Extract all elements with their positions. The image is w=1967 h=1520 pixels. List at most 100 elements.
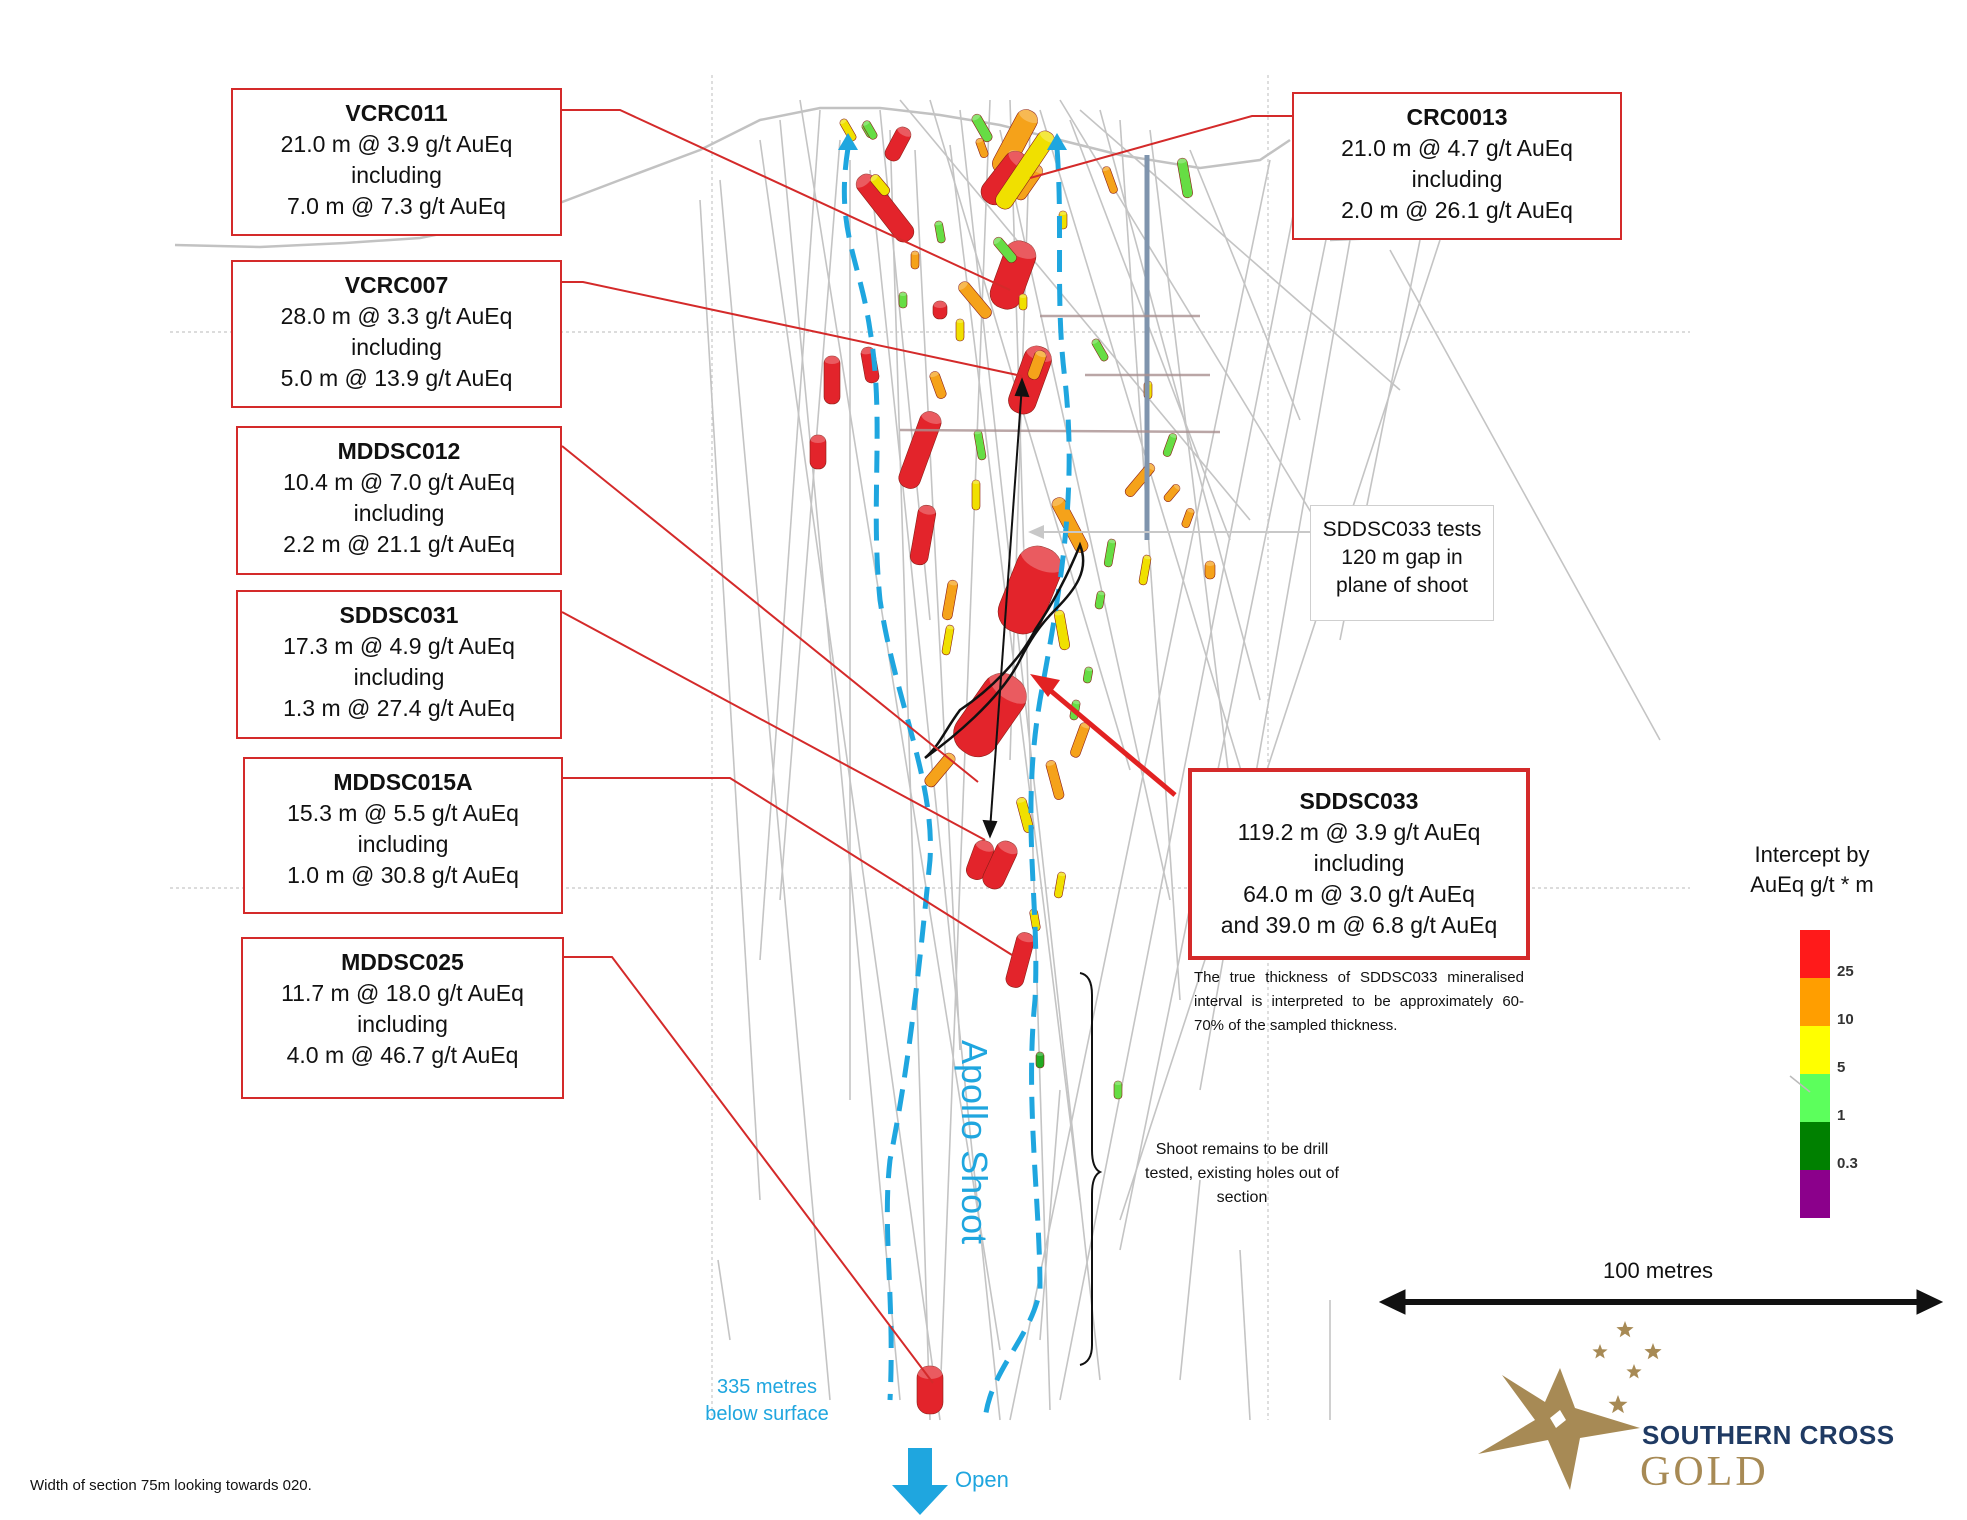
drill-trace bbox=[779, 119, 901, 1401]
callout-line2: including bbox=[353, 664, 445, 690]
intercept-cylinder bbox=[1113, 1080, 1123, 1100]
shoot-note: Shoot remains to be drill tested, existi… bbox=[1122, 1138, 1362, 1210]
intercept-cylinder bbox=[973, 429, 987, 461]
leader-line bbox=[564, 956, 934, 1384]
intercept-cylinder bbox=[953, 671, 1030, 758]
intercept-cylinder bbox=[898, 411, 943, 489]
intercept-cylinder bbox=[995, 130, 1056, 210]
intercept-cylinder bbox=[884, 126, 912, 162]
callout-line1: 11.7 m @ 18.0 g/t AuEq bbox=[281, 980, 524, 1006]
shoot-note-line2: tested, existing holes out of bbox=[1145, 1165, 1339, 1182]
drill-trace bbox=[1059, 179, 1301, 1401]
callout-line1: 119.2 m @ 3.9 g/t AuEq bbox=[1237, 819, 1481, 845]
callout-line3: 7.0 m @ 7.3 g/t AuEq bbox=[287, 193, 506, 219]
intercept-cylinder bbox=[916, 1365, 944, 1415]
intercept-cylinder bbox=[982, 840, 1019, 890]
leader-line bbox=[561, 611, 986, 841]
drill-trace bbox=[699, 199, 761, 1201]
legend-label: 0.3 bbox=[1837, 1155, 1858, 1172]
callout-hole-id: MDDSC025 bbox=[341, 949, 464, 975]
legend-label: 1 bbox=[1837, 1107, 1846, 1124]
intercept-cylinder bbox=[1045, 760, 1065, 800]
intercept-cylinder bbox=[1181, 507, 1195, 529]
intercept-cylinder bbox=[1008, 345, 1053, 415]
gap-double-arrow bbox=[982, 377, 1030, 839]
intercept-cylinder bbox=[862, 120, 878, 140]
callout-mddsc012: MDDSC012 10.4 m @ 7.0 g/t AuEq including… bbox=[236, 426, 562, 575]
logo-small-star-icon bbox=[1616, 1321, 1634, 1338]
gap-note-line1: SDDSC033 tests bbox=[1322, 518, 1482, 541]
drill-trace bbox=[1239, 1249, 1251, 1421]
intercept-cylinder bbox=[1091, 338, 1109, 362]
intercept-cylinder bbox=[898, 291, 908, 309]
scale-bar bbox=[1378, 1289, 1944, 1315]
intercept-cylinder bbox=[971, 479, 981, 511]
intercept-cylinder bbox=[869, 173, 890, 196]
legend-swatch bbox=[1800, 1026, 1830, 1074]
intercept-cylinder bbox=[854, 173, 915, 243]
callout-line3: 4.0 m @ 46.7 g/t AuEq bbox=[286, 1042, 519, 1068]
drill-trace bbox=[869, 169, 1001, 1421]
drill-trace bbox=[1179, 1179, 1201, 1381]
drill-trace bbox=[889, 129, 931, 1421]
drill-trace bbox=[929, 99, 1131, 771]
intercept-cylinder bbox=[1016, 797, 1034, 833]
intercept-cylinder bbox=[955, 318, 965, 342]
scale-label: 100 metres bbox=[1603, 1258, 1714, 1283]
drill-trace bbox=[719, 179, 831, 1401]
callout-line2: including bbox=[1313, 850, 1405, 876]
callout-line1: 10.4 m @ 7.0 g/t AuEq bbox=[283, 469, 515, 495]
leader-line bbox=[562, 777, 1013, 956]
callout-vcrc007: VCRC007 28.0 m @ 3.3 g/t AuEq including … bbox=[231, 260, 562, 408]
logo-text-gold: GOLD bbox=[1640, 1449, 1769, 1495]
callout-line3: 5.0 m @ 13.9 g/t AuEq bbox=[280, 365, 513, 391]
intercept-cylinder bbox=[924, 752, 956, 788]
callout-line3: 1.0 m @ 30.8 g/t AuEq bbox=[287, 862, 519, 888]
depth-label-line1: 335 metres bbox=[716, 1376, 818, 1398]
legend-swatch bbox=[1800, 1074, 1830, 1122]
intercept-cylinder bbox=[1177, 157, 1193, 199]
intercept-cylinder bbox=[1054, 609, 1070, 651]
legend-label: 25 bbox=[1837, 963, 1854, 980]
callout-line2: including bbox=[357, 1011, 448, 1037]
footer-note: Width of section 75m looking towards 020… bbox=[30, 1477, 312, 1494]
apollo-shoot-label: Apollo Shoot bbox=[954, 1040, 995, 1245]
callout-line3: 2.0 m @ 26.1 g/t AuEq bbox=[1341, 197, 1573, 223]
intercept-cylinder bbox=[932, 300, 948, 320]
callout-sddsc033: SDDSC033 119.2 m @ 3.9 g/t AuEq includin… bbox=[1188, 768, 1530, 960]
callout-line2: including bbox=[1411, 166, 1503, 192]
intercept-cylinder bbox=[1054, 871, 1066, 899]
legend-color-bar bbox=[1800, 930, 1830, 1218]
legend-title: Intercept by AuEq g/t * m bbox=[1722, 840, 1902, 900]
drill-trace bbox=[1079, 109, 1401, 391]
callout-line3: 2.2 m @ 21.1 g/t AuEq bbox=[283, 531, 515, 557]
shoot-note-line1: Shoot remains to be drill bbox=[1155, 1141, 1329, 1158]
callout-line1: 21.0 m @ 4.7 g/t AuEq bbox=[1341, 135, 1573, 161]
intercept-cylinder bbox=[910, 250, 920, 270]
intercept-cylinder bbox=[975, 137, 989, 159]
intercept-cylinder bbox=[823, 355, 841, 405]
leader-line bbox=[1029, 115, 1292, 179]
drill-trace bbox=[1069, 119, 1231, 541]
drill-trace bbox=[949, 144, 1081, 1201]
legend-title-line1: Intercept by bbox=[1754, 842, 1870, 867]
gap-note-line3: plane of shoot bbox=[1336, 574, 1468, 597]
intercept-cylinder bbox=[809, 434, 827, 470]
logo-small-star-icon bbox=[1626, 1364, 1642, 1379]
intercept-cylinder bbox=[929, 371, 947, 399]
intercept-cylinder bbox=[1138, 554, 1152, 586]
intercept-cylinder bbox=[1094, 590, 1106, 610]
intercept-cylinder bbox=[1005, 932, 1035, 988]
intercept-cylinder bbox=[1082, 666, 1094, 684]
intercept-cylinder bbox=[1018, 293, 1028, 311]
legend-swatch bbox=[1800, 930, 1830, 978]
intercept-cylinder bbox=[1204, 560, 1216, 580]
intercept-cylinder bbox=[1103, 538, 1117, 568]
callout-hole-id: VCRC011 bbox=[345, 100, 448, 126]
intercept-cylinders bbox=[809, 108, 1216, 1415]
shoot-brace bbox=[1079, 972, 1103, 1366]
legend-label: 5 bbox=[1837, 1059, 1846, 1076]
logo-small-star-icon bbox=[1644, 1343, 1662, 1360]
callout-line2: including bbox=[351, 162, 442, 188]
